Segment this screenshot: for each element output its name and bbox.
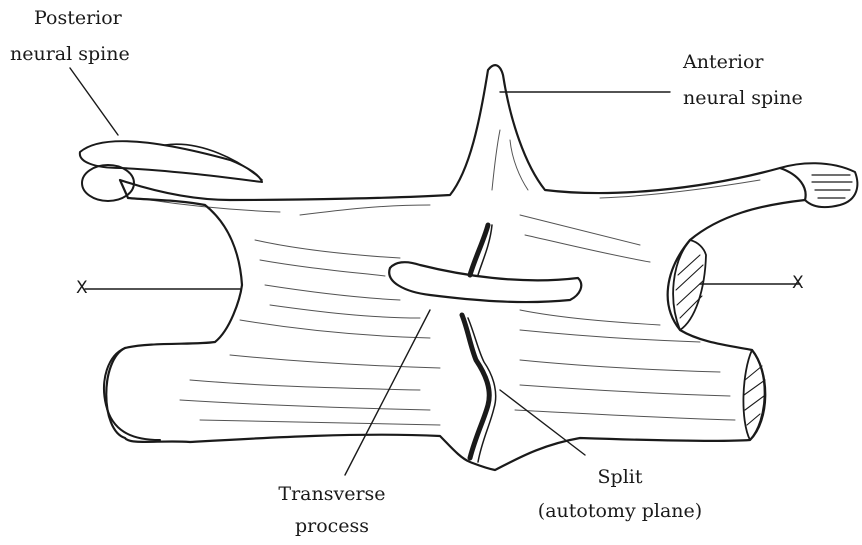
leader-posterior: [70, 68, 118, 135]
leader-transverse: [345, 310, 430, 475]
label-transverse-line1: Transverse: [262, 482, 402, 506]
label-posterior-line2: neural spine: [10, 42, 130, 66]
label-anterior-line2: neural spine: [683, 86, 803, 110]
transverse-process: [389, 262, 581, 302]
axis-label-left: X: [76, 276, 88, 300]
label-split-line2: (autotomy plane): [520, 499, 720, 523]
axis-label-right: X: [792, 271, 804, 295]
anterior-end-cap: [780, 163, 857, 207]
posterior-spine-back: [165, 144, 262, 180]
cut-face-left: [743, 350, 764, 440]
label-posterior-line1: Posterior: [34, 6, 122, 30]
cut-face-right: [673, 240, 706, 330]
label-anterior-line1: Anterior: [683, 50, 764, 74]
label-transverse-line2: process: [262, 514, 402, 538]
label-split-line1: Split: [520, 465, 720, 489]
leader-split: [500, 390, 585, 455]
